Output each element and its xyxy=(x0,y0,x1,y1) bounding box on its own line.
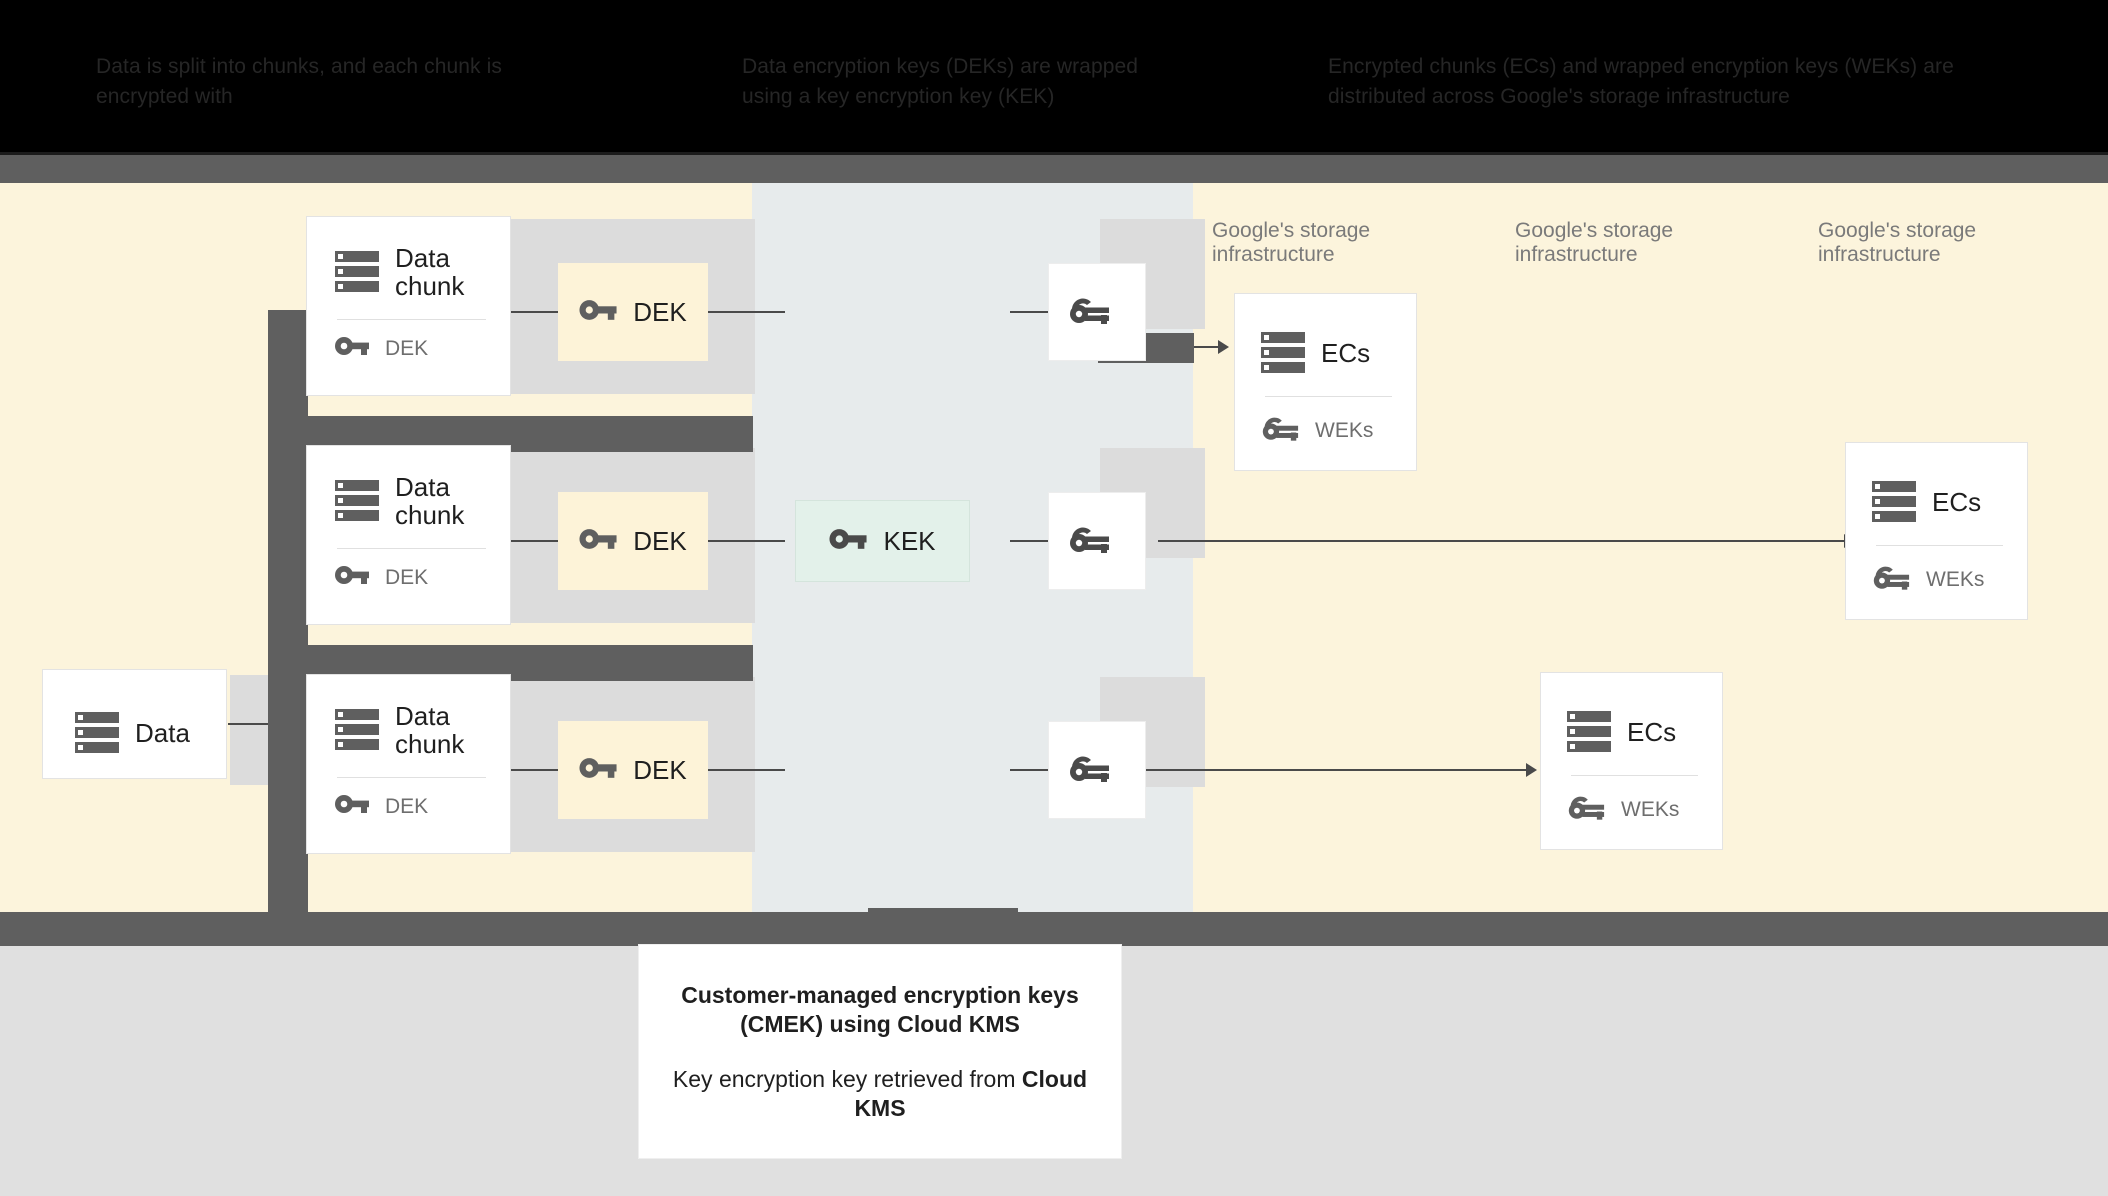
storage-icon xyxy=(335,709,379,751)
connector-kek-to-wek2 xyxy=(1010,540,1050,542)
key-icon xyxy=(335,793,369,820)
header-column-data-chunks: Data is split into chunks, and each chun… xyxy=(96,55,502,108)
connector-chunk1-to-dek xyxy=(505,311,575,313)
key-icon xyxy=(579,298,617,327)
card-data-chunk-1[interactable]: Data chunk DEK xyxy=(306,216,511,396)
card-ecs-sub: WEKs xyxy=(1926,567,1985,591)
arrow-line-to-ecs-2 xyxy=(1158,540,1848,542)
footer-callout-card: Customer-managed encryption keys (CMEK) … xyxy=(638,944,1122,1159)
key-icon xyxy=(335,564,369,591)
card-divider xyxy=(1571,775,1698,776)
card-data-source[interactable]: Data xyxy=(42,669,227,779)
connector-chunk3-to-dek xyxy=(505,769,575,771)
chip-dek-label: DEK xyxy=(633,525,687,556)
card-divider xyxy=(337,548,486,549)
storage-icon xyxy=(1872,481,1916,523)
connector-wek1-in xyxy=(1010,311,1050,313)
card-chunk-title: Data chunk xyxy=(395,472,465,530)
card-data-chunk-3[interactable]: Data chunk DEK xyxy=(306,674,511,854)
zone-label-storage-2: Google's storage infrastructure xyxy=(1515,219,1674,266)
zone-label-storage-3: Google's storage infrastructure xyxy=(1818,219,1977,266)
storage-icon xyxy=(1567,711,1611,753)
storage-icon xyxy=(335,480,379,522)
wrapped-key-icon xyxy=(1068,295,1110,330)
chip-kek-label: KEK xyxy=(883,525,936,556)
arrow-head-to-ecs-3 xyxy=(1526,763,1537,777)
card-chunk-title: Data chunk xyxy=(395,701,465,759)
chip-wrapped-key-3[interactable] xyxy=(1048,721,1146,819)
card-ecs-3[interactable]: ECs WEKs xyxy=(1540,672,1723,850)
header-column-dek: Data encryption keys (DEKs) are wrapped … xyxy=(742,55,1139,108)
card-ecs-title: ECs xyxy=(1321,338,1371,368)
card-ecs-title: ECs xyxy=(1627,717,1677,747)
connector-dek1-out xyxy=(705,311,785,313)
chip-wrapped-key-1[interactable] xyxy=(1048,263,1146,361)
chip-dek-label: DEK xyxy=(633,296,687,327)
highlight-bar-vertical xyxy=(268,310,308,955)
header-column-ecs: Encrypted chunks (ECs) and wrapped encry… xyxy=(1328,55,1954,108)
wrapped-key-icon xyxy=(1567,793,1605,826)
footer-body-prefix: Key encryption key retrieved from xyxy=(672,1065,1022,1092)
chip-dek-1[interactable]: DEK xyxy=(558,263,708,361)
frame-top-bar xyxy=(0,155,2108,183)
card-divider xyxy=(1265,396,1392,397)
storage-icon xyxy=(335,251,379,293)
footer-heading: Customer-managed encryption keys (CMEK) … xyxy=(681,981,1079,1037)
chip-kek[interactable]: KEK xyxy=(795,500,970,582)
wrapped-key-icon xyxy=(1872,563,1910,596)
card-ecs-sub: WEKs xyxy=(1621,797,1680,821)
card-divider xyxy=(337,777,486,778)
connector-dek3-out xyxy=(705,769,785,771)
connector-chunk2-to-dek xyxy=(505,540,575,542)
card-data-chunk-2[interactable]: Data chunk DEK xyxy=(306,445,511,625)
chip-wrapped-key-2[interactable] xyxy=(1048,492,1146,590)
card-ecs-title: ECs xyxy=(1932,487,1982,517)
arrow-line-to-ecs-3 xyxy=(1010,769,1530,771)
wrapped-key-icon xyxy=(1068,524,1110,559)
storage-icon xyxy=(1261,332,1305,374)
connector-dek2-out xyxy=(705,540,785,542)
header-columns: Data is split into chunks, and each chun… xyxy=(0,52,2108,152)
key-icon xyxy=(579,756,617,785)
key-icon xyxy=(829,527,868,556)
card-chunk-sub: DEK xyxy=(385,794,429,818)
arrow-head-to-ecs-1 xyxy=(1218,340,1229,354)
footer-body-strong: Cloud KMS xyxy=(854,1065,1088,1121)
wrapped-key-icon xyxy=(1068,753,1110,788)
card-ecs-sub: WEKs xyxy=(1315,418,1374,442)
storage-icon xyxy=(75,712,119,754)
chip-dek-label: DEK xyxy=(633,754,687,785)
zone-label-storage-1: Google's storage infrastructure xyxy=(1212,219,1371,266)
card-chunk-sub: DEK xyxy=(385,565,429,589)
card-chunk-title: Data chunk xyxy=(395,243,465,301)
card-ecs-2[interactable]: ECs WEKs xyxy=(1845,442,2028,620)
footer-body: Key encryption key retrieved from Cloud … xyxy=(665,1065,1095,1123)
card-divider xyxy=(337,319,486,320)
header-band: Data is split into chunks, and each chun… xyxy=(0,0,2108,158)
key-icon xyxy=(579,527,617,556)
chip-dek-2[interactable]: DEK xyxy=(558,492,708,590)
chip-dek-3[interactable]: DEK xyxy=(558,721,708,819)
frame-bottom-bar xyxy=(0,912,2108,946)
key-icon xyxy=(335,335,369,362)
wrapped-key-icon xyxy=(1261,414,1299,447)
card-chunk-sub: DEK xyxy=(385,336,429,360)
card-ecs-1[interactable]: ECs WEKs xyxy=(1234,293,1417,471)
diagram-stage: Google's storage infrastructure Google's… xyxy=(0,183,2108,955)
header-divider xyxy=(0,152,2108,155)
card-data-source-title: Data xyxy=(135,718,190,748)
card-divider xyxy=(1876,545,2003,546)
